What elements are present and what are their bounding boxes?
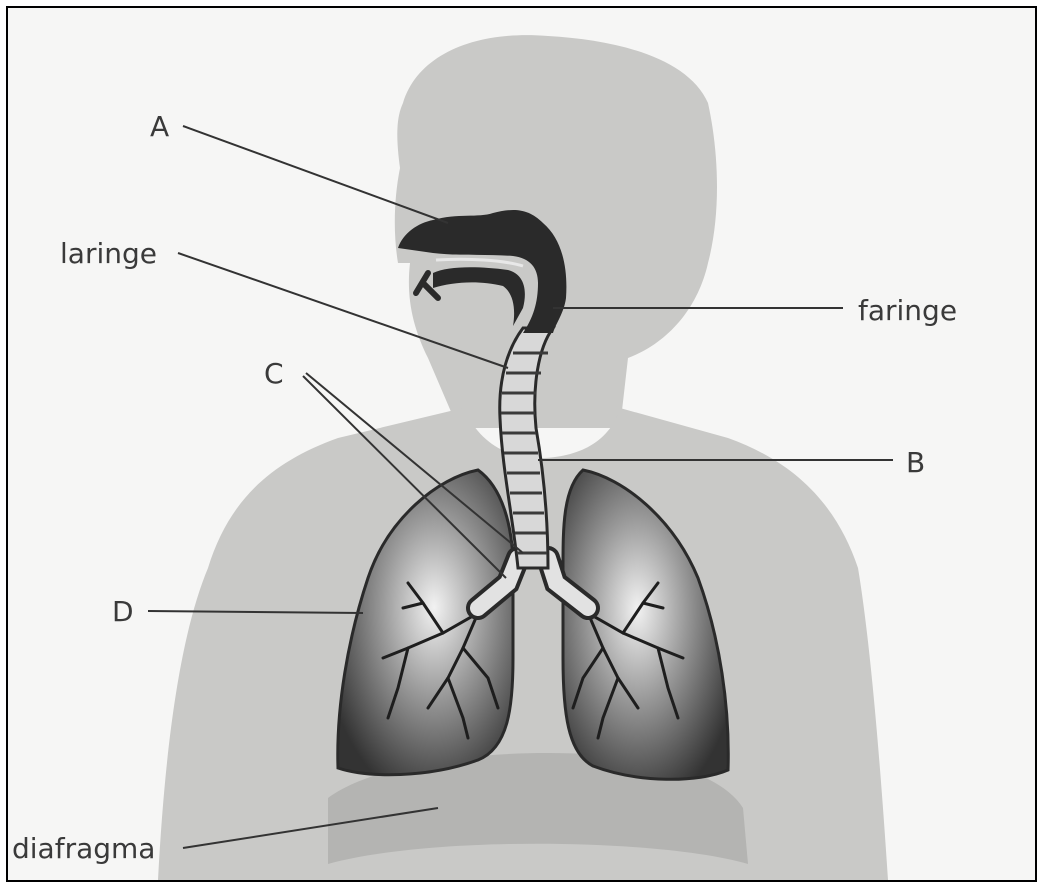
label-d: D [112, 595, 134, 628]
label-laringe: laringe [60, 237, 157, 270]
diagram-frame: A laringe faringe C B D diafragma [6, 6, 1037, 882]
label-a: A [150, 110, 169, 143]
label-faringe: faringe [858, 294, 957, 327]
label-c: C [264, 357, 284, 390]
label-diafragma: diafragma [12, 832, 155, 865]
respiratory-system-diagram: A laringe faringe C B D diafragma [8, 8, 1035, 880]
label-b: B [906, 446, 925, 479]
